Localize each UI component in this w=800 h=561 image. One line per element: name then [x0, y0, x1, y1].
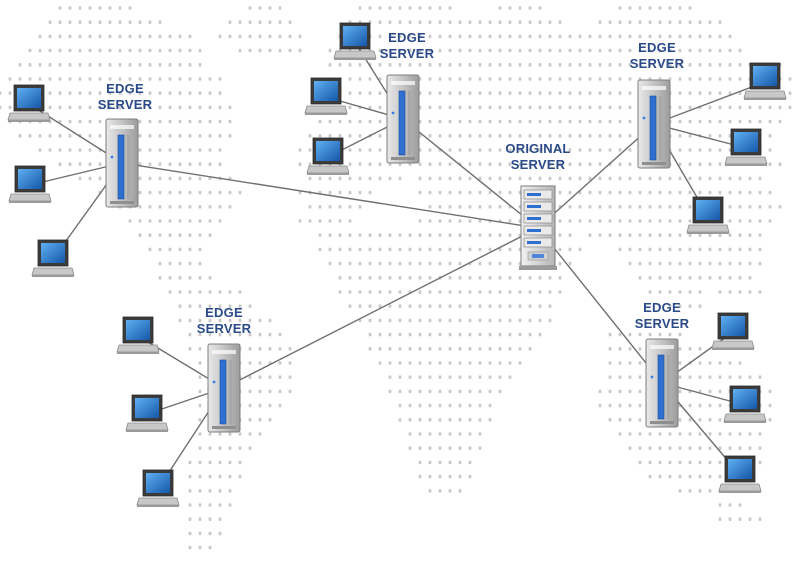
tower-server-icon	[207, 343, 241, 433]
world-map-dots	[0, 6, 792, 550]
laptop-icon[interactable]	[333, 22, 377, 61]
link-origin-edge-southwest	[223, 227, 539, 389]
laptop-icon[interactable]	[125, 394, 169, 433]
edge-north-label-line2: SERVER	[380, 46, 435, 61]
laptop-icon[interactable]	[711, 312, 755, 351]
laptop-icon[interactable]	[686, 196, 730, 235]
edge-northeast-label-line1: EDGE	[638, 40, 676, 55]
link-origin-edge-west	[121, 162, 539, 229]
edge-southwest-label-line1: EDGE	[205, 305, 243, 320]
edge-southwest-label-line2: SERVER	[197, 321, 252, 336]
edge-north-label-line1: EDGE	[388, 30, 426, 45]
laptop-icon[interactable]	[724, 128, 768, 167]
laptop-icon[interactable]	[136, 469, 180, 508]
link-origin-edge-north	[402, 118, 539, 229]
link-origin-edge-northeast	[537, 123, 655, 229]
laptop-icon[interactable]	[718, 455, 762, 494]
laptop-icon[interactable]	[8, 165, 52, 204]
edge-southeast-label-line1: EDGE	[643, 300, 681, 315]
tower-server-icon	[645, 338, 679, 428]
edge-northeast-label-line2: SERVER	[630, 56, 685, 71]
laptop-icon[interactable]	[31, 239, 75, 278]
origin-label-line2: SERVER	[511, 157, 566, 172]
edge-west-label-line2: SERVER	[98, 97, 153, 112]
edge-southeast-label-line2: SERVER	[635, 316, 690, 331]
rack-server-icon	[518, 185, 558, 271]
tower-server-icon	[637, 79, 671, 169]
tower-server-icon	[386, 74, 420, 164]
laptop-icon[interactable]	[723, 385, 767, 424]
edge-west-label-line1: EDGE	[106, 81, 144, 96]
laptop-icon[interactable]	[306, 137, 350, 176]
tower-server-icon	[105, 118, 139, 208]
laptop-icon[interactable]	[7, 84, 51, 123]
laptop-icon[interactable]	[304, 77, 348, 116]
laptop-icon[interactable]	[743, 62, 787, 101]
laptop-icon[interactable]	[116, 316, 160, 355]
link-edge-northeast-laptop-1	[653, 81, 766, 125]
link-origin-edge-southeast	[537, 227, 663, 384]
origin-label-line1: ORIGINAL	[505, 141, 570, 156]
